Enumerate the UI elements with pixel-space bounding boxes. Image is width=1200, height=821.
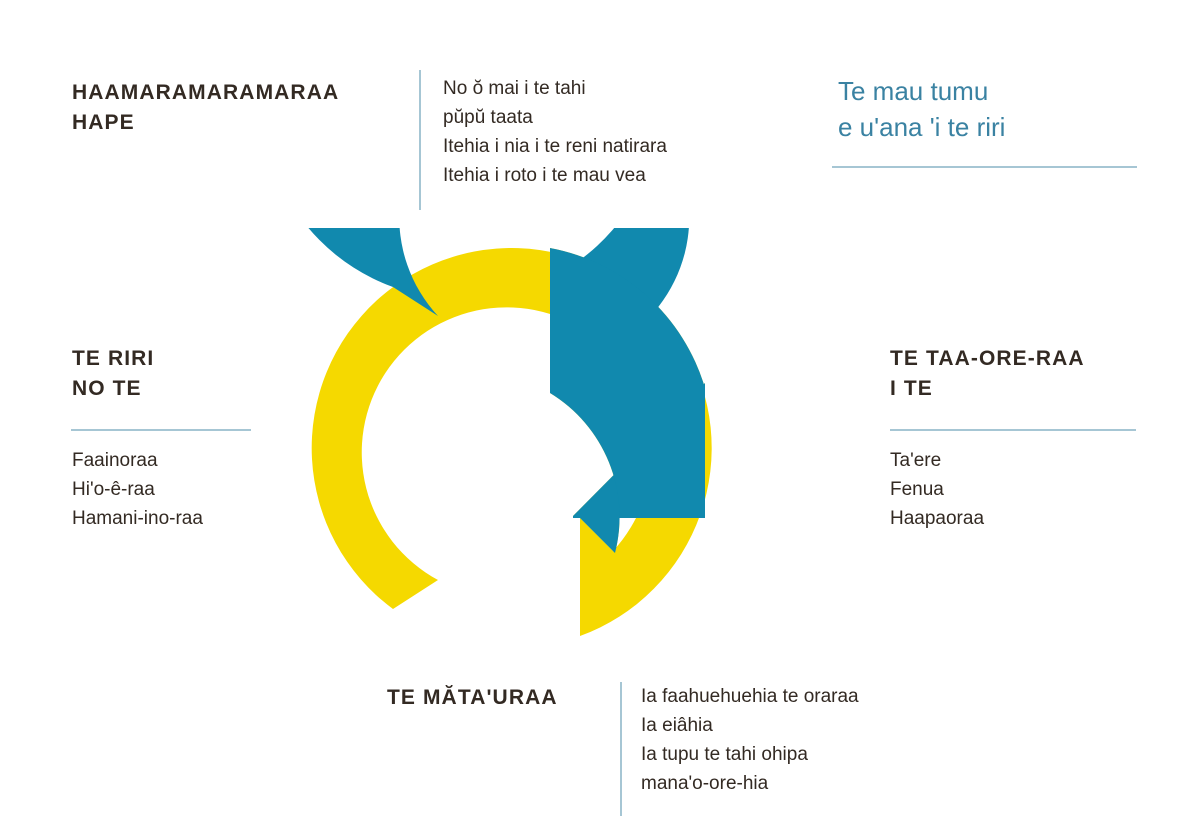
left-heading: TE RIRI NO TE bbox=[72, 347, 155, 400]
left-item-list: Faainoraa Hi'o-ê-raa Hamani-ino-raa bbox=[72, 446, 203, 533]
list-item: Ta'ere bbox=[890, 450, 942, 471]
bottom-vertical-divider bbox=[620, 682, 622, 816]
top-left-item-list: No ŏ mai i te tahi pŭpŭ taata Itehia i n… bbox=[443, 74, 667, 190]
list-item: Ia faahuehuehia te oraraa bbox=[641, 686, 859, 707]
main-title-underline bbox=[832, 166, 1137, 168]
top-left-heading: HAAMARAMARAMARAA HAPE bbox=[72, 81, 340, 134]
teal-arrow-joint bbox=[550, 248, 705, 553]
list-item: Itehia i roto i te mau vea bbox=[443, 165, 646, 186]
list-item: Haapaoraa bbox=[890, 508, 985, 529]
bottom-heading: TE MĂTA'URAA bbox=[387, 686, 558, 709]
list-item: Faainoraa bbox=[72, 450, 158, 471]
list-item: No ŏ mai i te tahi bbox=[443, 78, 586, 99]
right-heading: TE TAA-ORE-RAA I TE bbox=[890, 347, 1085, 400]
right-divider bbox=[890, 429, 1136, 431]
list-item: mana'o-ore-hia bbox=[641, 773, 769, 794]
list-item: Ia eiâhia bbox=[641, 715, 713, 736]
list-item: Hamani-ino-raa bbox=[72, 508, 203, 529]
bottom-item-list: Ia faahuehuehia te oraraa Ia eiâhia Ia t… bbox=[641, 682, 859, 798]
cycle-arrows-svg bbox=[308, 228, 712, 636]
list-item: Fenua bbox=[890, 479, 944, 500]
list-item: Ia tupu te tahi ohipa bbox=[641, 744, 808, 765]
right-item-list: Ta'ere Fenua Haapaoraa bbox=[890, 446, 984, 533]
main-title: Te mau tumu e u'ana 'i te riri bbox=[838, 76, 1006, 142]
left-divider bbox=[71, 429, 251, 431]
top-vertical-divider bbox=[419, 70, 421, 210]
list-item: Itehia i nia i te reni natirara bbox=[443, 136, 667, 157]
list-item: Hi'o-ê-raa bbox=[72, 479, 155, 500]
cycle-diagram bbox=[250, 228, 880, 668]
list-item: pŭpŭ taata bbox=[443, 107, 533, 128]
